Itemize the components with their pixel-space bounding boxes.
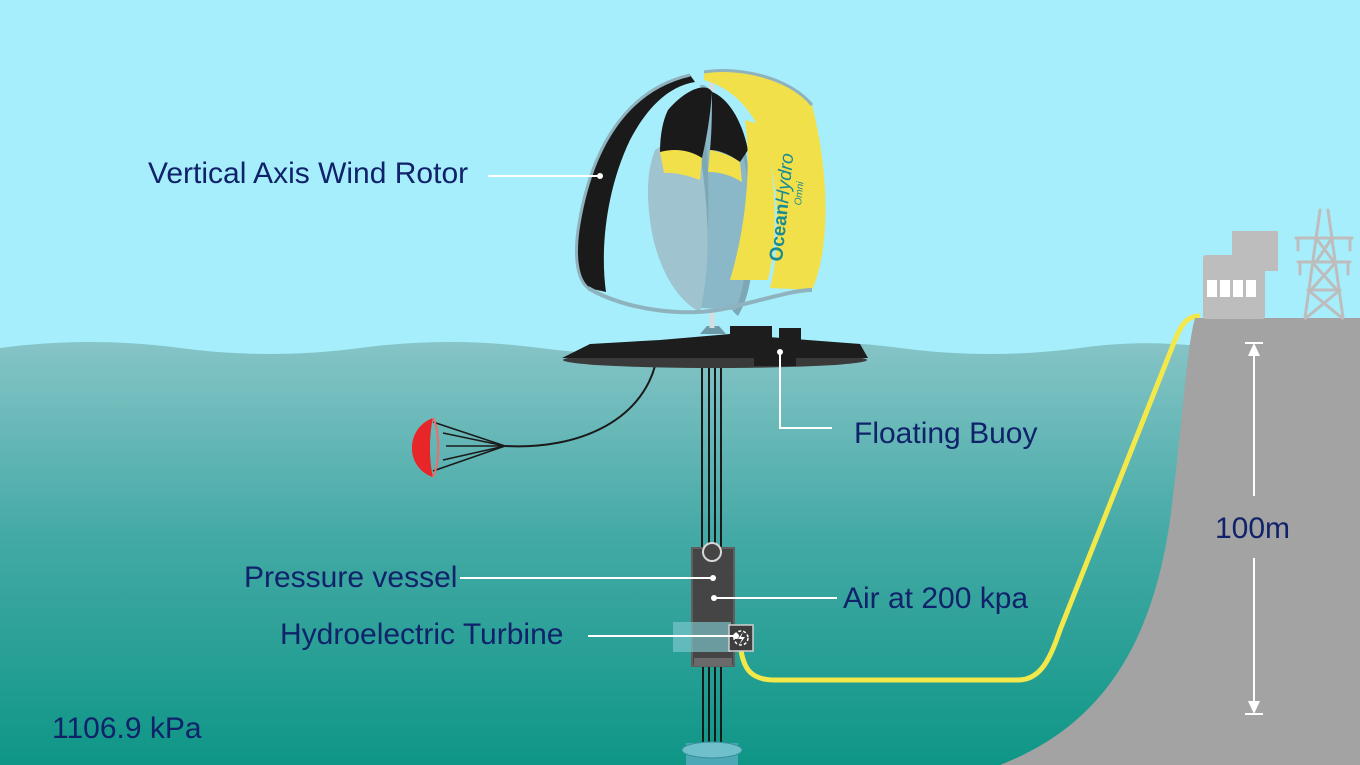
cliff: [1000, 318, 1360, 765]
label-pressure-vessel: Pressure vessel: [244, 561, 458, 594]
power-cable: [738, 313, 1201, 683]
leader-lines: [460, 173, 837, 639]
floating-buoy: [562, 326, 868, 368]
drogue-line: [504, 365, 656, 448]
power-station: [1203, 231, 1278, 319]
label-height: 100m: [1215, 512, 1291, 545]
leader-buoy: [779, 352, 832, 429]
tether-lines: [701, 364, 722, 748]
height-marker: [1245, 342, 1263, 715]
label-air-pressure: Air at 200 kpa: [843, 582, 1029, 615]
leader-rotor-dot: [597, 173, 603, 179]
label-wind-rotor: Vertical Axis Wind Rotor: [148, 157, 469, 190]
label-depth-pressure: 1106.9 kPa: [52, 712, 202, 745]
label-hydroelectric-turbine: Hydroelectric Turbine: [280, 618, 564, 651]
seabed-anchor: [681, 741, 743, 765]
logo-omni: Omni: [793, 180, 807, 206]
leader-turbine-dot: [733, 633, 739, 639]
leader-air-dot: [711, 595, 717, 601]
drogue-icon: [412, 417, 506, 478]
sea: [0, 342, 1200, 765]
leader-vessel-dot: [710, 575, 716, 581]
wind-rotor: [574, 68, 826, 328]
turbine-icon: [728, 624, 754, 652]
pylon-icon: [1294, 208, 1354, 320]
leader-buoy-dot: [777, 349, 783, 355]
label-floating-buoy: Floating Buoy: [854, 417, 1038, 450]
